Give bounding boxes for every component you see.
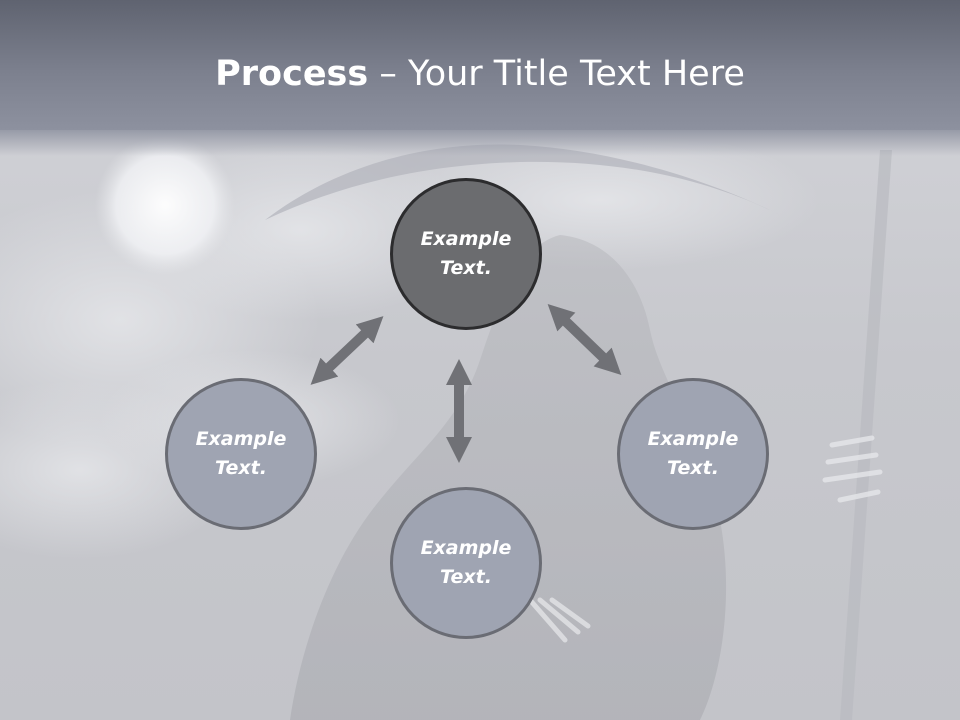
node-center-label: Example Text. [420,228,512,279]
arrow-center-right [547,303,622,376]
arrow-left-center [310,316,384,385]
node-right: Example Text. [617,378,769,530]
title-bar [0,0,960,156]
scythe-staff-shape [840,150,892,720]
node-left-label: Example Text. [195,428,287,479]
node-bottom: Example Text. [390,487,542,639]
title-rest-text: – Your Title Text Here [368,54,745,94]
node-left: Example Text. [165,378,317,530]
scythe-blade-shape [265,144,780,220]
moon-shape [95,135,235,275]
node-right-label: Example Text. [647,428,739,479]
node-bottom-label: Example Text. [420,537,512,588]
title-bold-text: Process [215,54,369,94]
slide-title: Process – Your Title Text Here [0,52,960,96]
hand-bottom-shape [527,597,591,643]
node-center: Example Text. [390,178,542,330]
hand-right-shape [822,435,883,503]
